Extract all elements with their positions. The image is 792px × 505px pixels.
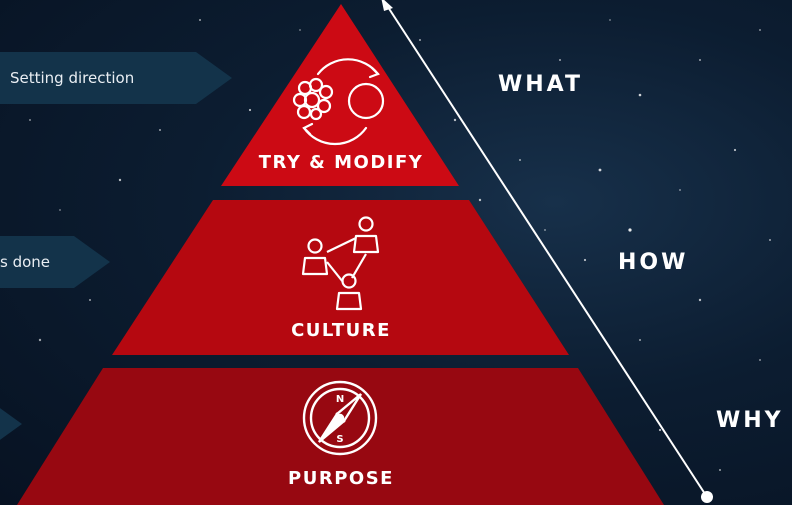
callout-label: Setting direction xyxy=(10,69,135,87)
compass-icon xyxy=(302,380,378,456)
compass-north-letter: N xyxy=(336,394,344,405)
people-network-icon xyxy=(301,216,380,311)
axis-label-how: HOW xyxy=(618,250,689,275)
tier-label-culture: CULTURE xyxy=(291,320,391,341)
axis-start-dot xyxy=(701,491,713,503)
callout-setting-direction: Setting direction xyxy=(0,52,232,104)
axis-label-what: WHAT xyxy=(498,72,584,97)
axis-label-why: WHY xyxy=(716,408,784,433)
pyramid-tier-bottom xyxy=(17,368,664,505)
tier-label-purpose: PURPOSE xyxy=(288,468,394,489)
callout-label: s done xyxy=(0,253,51,271)
axis-arrow-head xyxy=(381,0,393,11)
tier-label-try-modify: TRY & MODIFY xyxy=(258,152,424,173)
pyramid-tier-top xyxy=(221,4,459,186)
compass-south-letter: S xyxy=(336,434,343,445)
axis-arrow-line xyxy=(385,3,708,498)
cycle-circles-icon xyxy=(292,58,385,146)
